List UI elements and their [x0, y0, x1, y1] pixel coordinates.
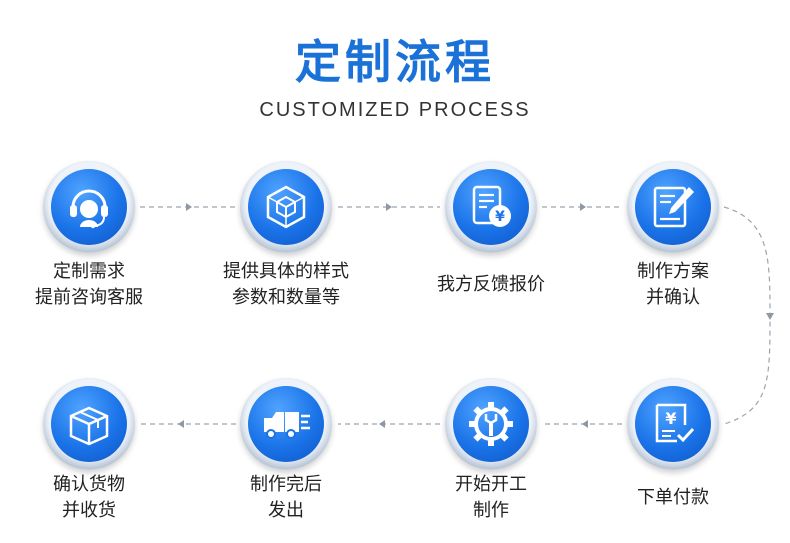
- arrow-5-6: [582, 420, 588, 428]
- step-1-line2: 提前咨询客服: [35, 287, 143, 308]
- arrow-4-5: [766, 313, 774, 320]
- step-2-line1: 提供具体的样式: [223, 261, 349, 282]
- payment-receipt-icon: ¥: [655, 403, 695, 443]
- arrow-7-8: [178, 420, 184, 428]
- page-subtitle: CUSTOMIZED PROCESS: [259, 99, 531, 121]
- step-8-line2: 并收货: [62, 500, 116, 521]
- step-4-line1: 制作方案: [637, 261, 709, 282]
- package-box-icon: [69, 406, 109, 446]
- gear-wrench-icon: [469, 402, 513, 446]
- arrow-6-7: [379, 420, 385, 428]
- arrow-3-4: [580, 203, 586, 211]
- svg-text:¥: ¥: [495, 209, 505, 225]
- step-7-line2: 发出: [268, 500, 304, 521]
- step-8-line1: 确认货物: [53, 474, 125, 495]
- step-6-line1: 开始开工: [455, 474, 527, 495]
- step-3-line1: 我方反馈报价: [437, 274, 545, 295]
- quote-document-yen-icon: ¥: [472, 185, 511, 227]
- step-4-line2: 并确认: [646, 287, 700, 308]
- customer-service-headset-icon: [70, 189, 108, 229]
- arrow-2-3: [386, 203, 392, 211]
- delivery-truck-icon: [264, 412, 310, 439]
- edit-document-icon: [653, 186, 694, 228]
- svg-text:¥: ¥: [665, 409, 676, 428]
- page-title: 定制流程: [295, 35, 495, 89]
- cube-icon: [266, 185, 306, 229]
- step-7-line1: 制作完后: [250, 474, 322, 495]
- arrow-1-2: [186, 203, 192, 211]
- step-2-line2: 参数和数量等: [232, 287, 340, 308]
- step-1-line1: 定制需求: [53, 261, 125, 282]
- step-5-line1: 下单付款: [637, 487, 709, 508]
- connector-4-5: [723, 206, 771, 425]
- step-6-line2: 制作: [473, 500, 509, 521]
